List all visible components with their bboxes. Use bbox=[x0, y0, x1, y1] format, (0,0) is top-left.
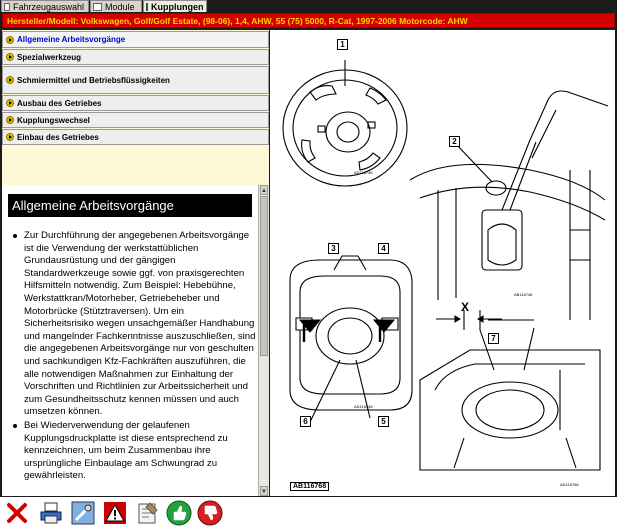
callout-7: 7 bbox=[488, 333, 499, 344]
nav-item-label: Kupplungswechsel bbox=[17, 115, 90, 125]
nav-item-label: Einbau des Getriebes bbox=[17, 132, 99, 142]
close-x-icon bbox=[7, 503, 27, 523]
printer-icon bbox=[40, 502, 62, 524]
tab-fahrzeugauswahl[interactable]: Fahrzeugauswahl bbox=[1, 0, 89, 12]
nav-item-ausbau-getriebe[interactable]: Ausbau des Getriebes bbox=[2, 95, 269, 111]
close-button[interactable] bbox=[4, 499, 30, 527]
callout-1: 1 bbox=[337, 39, 348, 50]
sub-ref: AD116746 bbox=[354, 404, 373, 409]
callout-4: 4 bbox=[378, 243, 389, 254]
tab-label: Module bbox=[105, 1, 135, 12]
arrow-bullet-icon bbox=[6, 116, 14, 124]
tab-label: Fahrzeugauswahl bbox=[12, 1, 84, 12]
technical-drawing: X 1 2 3 4 5 6 7 AD116746 AB116746 AD1167… bbox=[270, 30, 615, 496]
nav-item-spezialwerkzeug[interactable]: Spezialwerkzeug bbox=[2, 49, 269, 65]
vertical-scrollbar[interactable]: ▲ ▼ bbox=[258, 185, 269, 496]
list-item: Zur Durchführung der angegebenen Arbeits… bbox=[13, 230, 256, 418]
nav-item-label: Spezialwerkzeug bbox=[17, 52, 82, 62]
nav-item-label: Schmiermittel und Betriebsflüssigkeiten bbox=[17, 75, 170, 85]
content-scroll-area[interactable]: Allgemeine Arbeitsvorgänge Zur Durchführ… bbox=[2, 185, 258, 496]
scroll-down-icon[interactable]: ▼ bbox=[260, 486, 268, 496]
sub-ref: AB116746 bbox=[514, 292, 533, 297]
clutch-mechanism-drawing bbox=[419, 310, 601, 471]
warning-icon bbox=[104, 502, 126, 524]
gearbox-linkage-drawing bbox=[409, 90, 609, 320]
callout-5: 5 bbox=[378, 416, 389, 427]
module-icon bbox=[93, 2, 102, 11]
nav-item-allgemeine-arbeitsvorgaenge[interactable]: Allgemeine Arbeitsvorgänge bbox=[2, 31, 269, 48]
list-item: Bei Wiederverwendung der gelaufenen Kupp… bbox=[13, 420, 256, 483]
sub-ref: AD116746 bbox=[354, 170, 373, 175]
thumbs-down-icon bbox=[197, 500, 223, 526]
nav-item-kupplungswechsel[interactable]: Kupplungswechsel bbox=[2, 112, 269, 128]
nav-item-label: Allgemeine Arbeitsvorgänge bbox=[17, 35, 126, 44]
callout-2: 2 bbox=[449, 136, 460, 147]
nav-item-einbau-getriebe[interactable]: Einbau des Getriebes bbox=[2, 129, 269, 145]
car-icon bbox=[4, 2, 10, 11]
page-title: Allgemeine Arbeitsvorgänge bbox=[8, 194, 252, 217]
print-button[interactable] bbox=[38, 499, 64, 527]
thumbs-up-button[interactable] bbox=[166, 499, 192, 527]
nav-item-schmiermittel[interactable]: Schmiermittel und Betriebsflüssigkeiten bbox=[2, 66, 269, 94]
arrow-bullet-icon bbox=[6, 99, 14, 107]
section-nav: Allgemeine Arbeitsvorgänge Spezialwerkze… bbox=[2, 30, 269, 185]
tools-button[interactable] bbox=[70, 499, 96, 527]
tab-kupplungen[interactable]: Kupplungen bbox=[143, 0, 207, 12]
dimension-arrows bbox=[298, 315, 502, 333]
arrow-bullet-icon bbox=[6, 53, 14, 61]
dimension-label: X bbox=[461, 300, 470, 314]
vehicle-info-bar: Hersteller/Modell: Volkswagen, Golf/Golf… bbox=[2, 13, 615, 28]
notepad-icon bbox=[138, 502, 158, 524]
arrow-bullet-icon bbox=[6, 35, 14, 44]
tab-label: Kupplungen bbox=[151, 1, 204, 12]
scroll-up-icon[interactable]: ▲ bbox=[260, 185, 268, 195]
sub-ref: AD116766 bbox=[560, 482, 579, 487]
notes-button[interactable] bbox=[134, 499, 160, 527]
warning-button[interactable] bbox=[102, 499, 128, 527]
thumbs-down-button[interactable] bbox=[197, 499, 223, 527]
thumbs-up-icon bbox=[166, 500, 192, 526]
arrow-bullet-icon bbox=[6, 76, 14, 84]
bottom-toolbar bbox=[0, 497, 617, 531]
tools-icon bbox=[71, 501, 95, 525]
scrollbar-thumb[interactable] bbox=[260, 196, 268, 356]
tab-module[interactable]: Module bbox=[90, 0, 142, 12]
instruction-list: Zur Durchführung der angegebenen Arbeits… bbox=[13, 230, 256, 484]
callout-6: 6 bbox=[300, 416, 311, 427]
figure-id: AB116768 bbox=[290, 482, 330, 491]
arrow-bullet-icon bbox=[6, 133, 14, 141]
content-pane: Allgemeine Arbeitsvorgänge Zur Durchführ… bbox=[2, 185, 269, 496]
nav-item-label: Ausbau des Getriebes bbox=[17, 98, 102, 108]
clutch-icon bbox=[146, 2, 148, 11]
left-panel: Allgemeine Arbeitsvorgänge Spezialwerkze… bbox=[2, 30, 269, 496]
pressure-plate-drawing bbox=[282, 60, 408, 187]
module-tab-bar: Fahrzeugauswahl Module Kupplungen bbox=[0, 0, 617, 12]
callout-3: 3 bbox=[328, 243, 339, 254]
